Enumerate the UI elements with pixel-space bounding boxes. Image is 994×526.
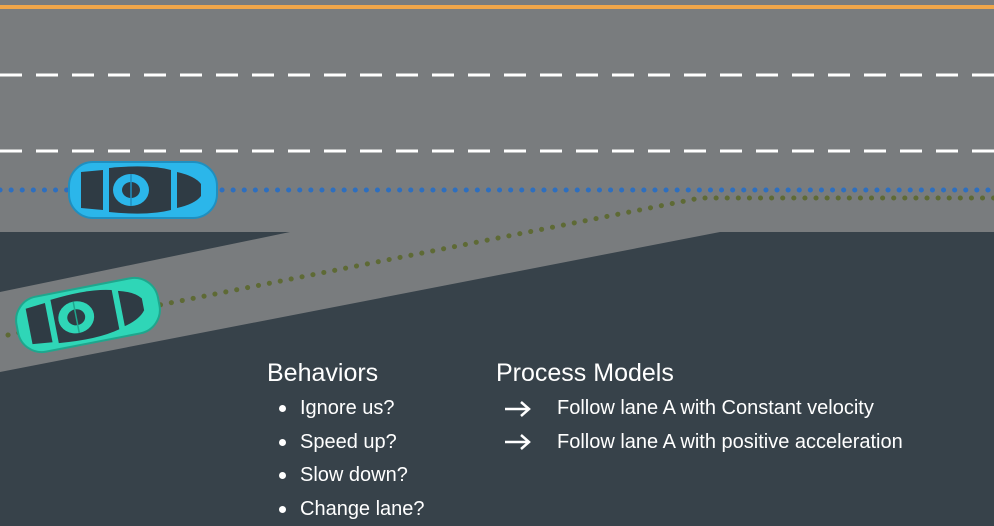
behavior-item: Ignore us? — [267, 392, 425, 426]
process-models-panel: Process Models Follow lane A with Consta… — [496, 358, 903, 459]
behavior-label: Ignore us? — [300, 392, 395, 426]
bullet-icon — [279, 439, 286, 446]
process-model-item: Follow lane A with Constant velocity — [496, 392, 903, 426]
bullet-icon — [279, 405, 286, 412]
bullet-icon — [279, 472, 286, 479]
behavior-label: Speed up? — [300, 426, 397, 460]
bullet-icon — [279, 506, 286, 513]
behavior-label: Slow down? — [300, 459, 408, 493]
arrow-right-icon — [504, 432, 532, 452]
process-model-label: Follow lane A with Constant velocity — [557, 392, 874, 426]
behaviors-heading: Behaviors — [267, 358, 425, 388]
behavior-item: Speed up? — [267, 426, 425, 460]
blue-car — [69, 162, 217, 218]
process-model-label: Follow lane A with positive acceleration — [557, 426, 903, 460]
behaviors-panel: Behaviors Ignore us? Speed up? Slow down… — [267, 358, 425, 526]
process-models-heading: Process Models — [496, 358, 903, 388]
road-edge-line — [0, 5, 994, 9]
process-model-item: Follow lane A with positive acceleration — [496, 426, 903, 460]
arrow-right-icon — [504, 399, 532, 419]
behavior-item: Slow down? — [267, 459, 425, 493]
